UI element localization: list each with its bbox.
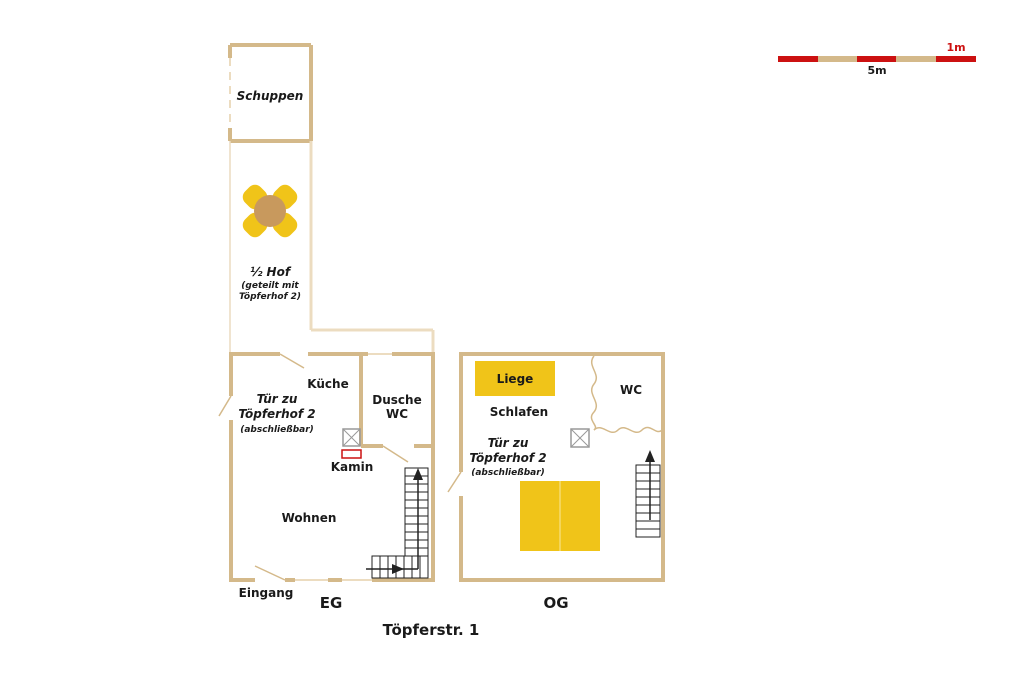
yard: [229, 141, 435, 352]
shed-label: Schuppen: [237, 89, 304, 103]
upper-door-label-line3: (abschließbar): [471, 468, 545, 478]
chimney-upper: [570, 428, 590, 448]
bed: [520, 481, 600, 551]
ground-door-label-line1: Tür zu: [257, 392, 298, 406]
ground-floor-stairs: [366, 467, 429, 579]
ground-floor-label: EG: [320, 594, 343, 612]
sleeping-label: Schlafen: [490, 405, 548, 419]
entrance-label: Eingang: [239, 586, 294, 600]
wc-label: WC: [620, 383, 642, 397]
ground-door-label-line3: (abschließbar): [240, 425, 314, 435]
stove-icon: [341, 449, 362, 459]
fireplace: [341, 428, 362, 459]
address-label: Töpferstr. 1: [383, 621, 480, 639]
fireplace-label: Kamin: [331, 460, 374, 474]
stairs-arrow-up-icon: [413, 468, 423, 480]
side-door-upper: [447, 471, 462, 493]
ground-floor-doors: [218, 353, 409, 581]
shower-label-line2: WC: [386, 407, 408, 421]
yard-label-line1: ½ Hof: [250, 265, 292, 279]
entrance-door: [254, 565, 286, 581]
upper-floor-label: OG: [543, 594, 568, 612]
lounger-label: Liege: [497, 372, 534, 386]
upper-door-label-line2: Töpferhof 2: [469, 451, 546, 465]
scale-segment-1: [778, 56, 818, 62]
yard-label-line3: Töpferhof 2): [239, 292, 301, 302]
yard-label-line2: (geteilt mit: [241, 281, 299, 291]
ground-floor-walls: [229, 352, 435, 582]
shower-label-line1: Dusche: [372, 393, 421, 407]
wc-partition: [590, 355, 663, 433]
kitchen-yard-door: [279, 353, 305, 369]
upper-stairs-arrow-up-icon: [645, 450, 655, 462]
side-door-ground: [218, 395, 232, 417]
ground-floor-windows: [295, 353, 392, 581]
chimney-icon: [342, 428, 361, 447]
ground-door-label-line2: Töpferhof 2: [238, 407, 315, 421]
scale-bar: 1m 5m: [778, 41, 976, 77]
upper-floor-stairs: [635, 458, 661, 538]
upper-door-label-line1: Tür zu: [488, 436, 529, 450]
yard-table-top: [254, 195, 286, 227]
scale-segment-4: [896, 56, 936, 62]
scale-segment-3: [857, 56, 896, 62]
scale-segment-2: [818, 56, 857, 62]
kitchen-label: Küche: [307, 377, 348, 391]
yard-table: [242, 184, 298, 238]
scale-label-5m: 5m: [867, 64, 886, 77]
scale-label-1m: 1m: [946, 41, 965, 54]
lounger: [475, 361, 555, 396]
scale-segment-5: [936, 56, 976, 62]
upper-floor-walls: [459, 352, 665, 582]
living-label: Wohnen: [282, 511, 337, 525]
stairs-arrow-right-icon: [392, 564, 404, 574]
shed: [228, 43, 313, 143]
shower-door: [382, 445, 409, 463]
